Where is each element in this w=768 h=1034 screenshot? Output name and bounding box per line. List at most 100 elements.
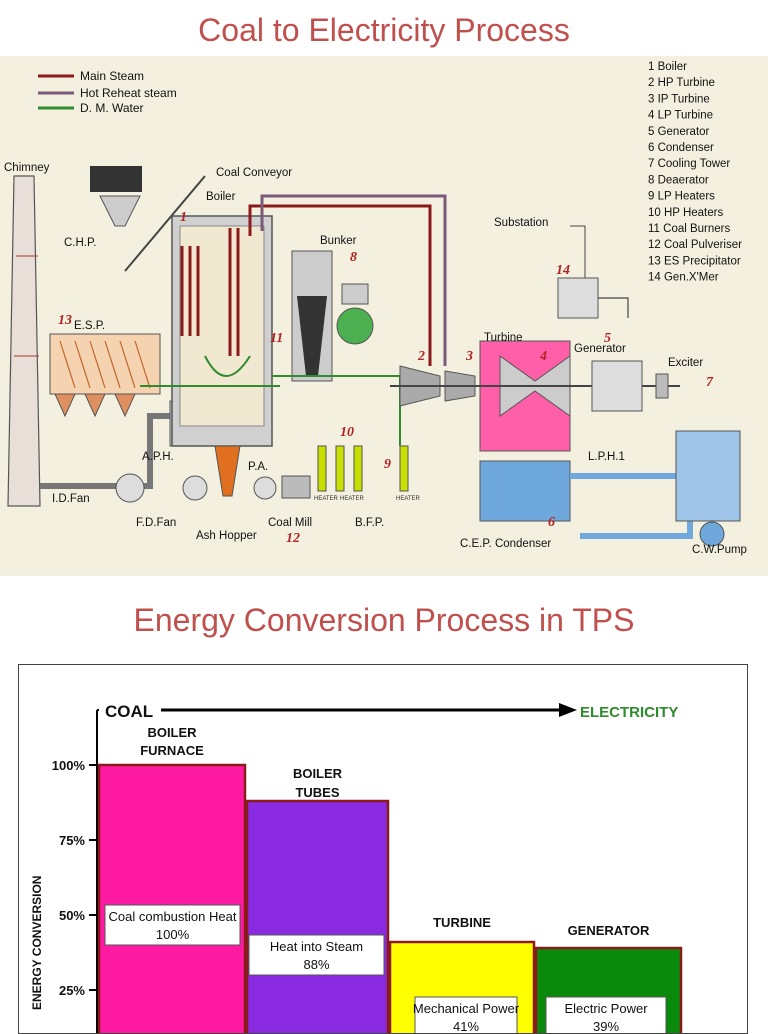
- lp-heater-shape: [399, 445, 409, 492]
- label-bunker: Bunker: [320, 235, 357, 247]
- component-list-item: 1 Boiler: [648, 61, 687, 73]
- callout-5: 5: [604, 331, 611, 346]
- label-coal-mill: Coal Mill: [268, 517, 312, 529]
- callout-1: 1: [180, 210, 187, 225]
- legend-main-steam: Main Steam: [80, 69, 144, 83]
- callout-10: 10: [340, 425, 354, 440]
- callout-3: 3: [465, 349, 473, 364]
- chimney-shape: [7, 175, 41, 507]
- callout-14: 14: [556, 263, 570, 278]
- component-list-item: 11 Coal Burners: [648, 223, 730, 235]
- y-tick-label: 75%: [59, 833, 85, 848]
- y-tick-label: 25%: [59, 983, 85, 998]
- plant-diagram: Main Steam Hot Reheat steam D. M. Water …: [0, 56, 768, 576]
- legend-dm-water: D. M. Water: [80, 101, 144, 115]
- bar-value-label: Coal combustion Heat: [109, 909, 237, 924]
- component-list-item: 5 Generator: [648, 126, 710, 138]
- label-turbine: Turbine: [484, 332, 523, 344]
- callout-6: 6: [548, 515, 555, 530]
- label-esp: E.S.P.: [74, 320, 105, 332]
- deaerator-shape: [336, 307, 374, 345]
- label-substation: Substation: [494, 217, 548, 229]
- label-chp: C.H.P.: [64, 237, 96, 249]
- diagram-legend: Main Steam Hot Reheat steam D. M. Water: [38, 69, 177, 115]
- bar-value-label: Electric Power: [564, 1001, 648, 1016]
- label-chimney: Chimney: [4, 162, 50, 174]
- callout-13: 13: [58, 313, 72, 328]
- heater-tag-3: HEATER: [396, 496, 421, 502]
- component-list: 1 Boiler 2 HP Turbine 3 IP Turbine 4 LP Tur…: [648, 61, 742, 284]
- exciter-shape: [655, 373, 669, 399]
- component-list-item: 8 Deaerator: [648, 174, 709, 186]
- callout-7: 7: [706, 375, 714, 390]
- label-ash-hopper: Ash Hopper: [196, 530, 257, 542]
- component-list-item: 4 LP Turbine: [648, 110, 713, 122]
- component-list-item: 14 Gen.X'Mer: [648, 272, 719, 284]
- heater-tag-2: HEATER: [340, 496, 365, 502]
- label-id-fan: I.D.Fan: [52, 493, 90, 505]
- chp-shape: [99, 195, 141, 227]
- label-cw-pump: C.W.Pump: [692, 544, 747, 556]
- id-fan-shape: [115, 473, 145, 503]
- flow-start-label: COAL: [105, 702, 153, 721]
- component-list-item: 13 ES Precipitator: [648, 255, 741, 267]
- generator-shape: [591, 360, 643, 412]
- bar-value-label: 39%: [593, 1019, 619, 1034]
- component-list-item: 6 Condenser: [648, 142, 714, 154]
- label-cep-condenser: C.E.P. Condenser: [460, 538, 551, 550]
- condenser-shape: [479, 460, 571, 522]
- component-list-item: 12 Coal Pulveriser: [648, 239, 742, 251]
- category-label: BOILER: [293, 766, 343, 781]
- cooling-tower-shape: [675, 430, 741, 522]
- category-label: TURBINE: [433, 915, 491, 930]
- flow-end-label: ELECTRICITY: [580, 704, 678, 721]
- bar-value-label: 88%: [303, 957, 329, 972]
- flow-arrow-head: [559, 703, 577, 717]
- legend-hot-reheat: Hot Reheat steam: [80, 86, 177, 100]
- callout-11: 11: [270, 331, 283, 346]
- category-label: BOILER: [147, 725, 197, 740]
- cw-pump-shape: [699, 521, 725, 547]
- bar-value-label: Heat into Steam: [270, 939, 363, 954]
- energy-chart: COAL ELECTRICITY 100% 75% 50% 25% ENERGY CONVE…: [18, 664, 748, 1034]
- component-list-item: 3 IP Turbine: [648, 93, 710, 105]
- coal-conveyor-shape: [124, 175, 206, 272]
- component-list-item: 7 Cooling Tower: [648, 158, 730, 170]
- label-pa: P.A.: [248, 461, 268, 473]
- gen-transformer-shape: [557, 277, 599, 319]
- diagram-title: Coal to Electricity Process: [198, 12, 570, 48]
- chart-title: Energy Conversion Process in TPS: [133, 602, 635, 638]
- bar-value-label: 100%: [156, 927, 190, 942]
- hp-heaters-shape: [317, 445, 363, 492]
- y-tick-label: 100%: [52, 758, 86, 773]
- component-list-item: 10 HP Heaters: [648, 207, 723, 219]
- callout-2: 2: [417, 349, 425, 364]
- category-label: FURNACE: [140, 743, 204, 758]
- component-list-item: 2 HP Turbine: [648, 77, 715, 89]
- y-axis-label: ENERGY CONVERSION: [30, 876, 44, 1010]
- label-fd-fan: F.D.Fan: [136, 517, 176, 529]
- fd-fan-shape: [182, 475, 208, 501]
- label-exciter: Exciter: [668, 357, 703, 369]
- bar-1: [97, 763, 247, 1033]
- coal-wagon: [90, 166, 142, 192]
- heater-tag-1: HEATER: [314, 496, 339, 502]
- coal-mill-shape: [281, 475, 311, 499]
- label-coal-conveyor: Coal Conveyor: [216, 167, 292, 179]
- category-label: TUBES: [295, 785, 339, 800]
- bar-2: [245, 799, 390, 1033]
- label-bfp: B.F.P.: [355, 517, 384, 529]
- bar-value-label: 41%: [453, 1019, 479, 1034]
- esp-shape: [49, 333, 161, 395]
- label-aph: A.P.H.: [142, 451, 174, 463]
- callout-12: 12: [286, 531, 300, 546]
- bar-label-box: [104, 904, 241, 946]
- category-label: GENERATOR: [568, 923, 650, 938]
- label-lph1: L.P.H.1: [588, 451, 625, 463]
- callout-9: 9: [384, 457, 391, 472]
- callout-8: 8: [350, 250, 357, 265]
- ash-hopper-shape: [214, 445, 241, 497]
- label-generator: Generator: [574, 343, 626, 355]
- y-tick-label: 50%: [59, 908, 85, 923]
